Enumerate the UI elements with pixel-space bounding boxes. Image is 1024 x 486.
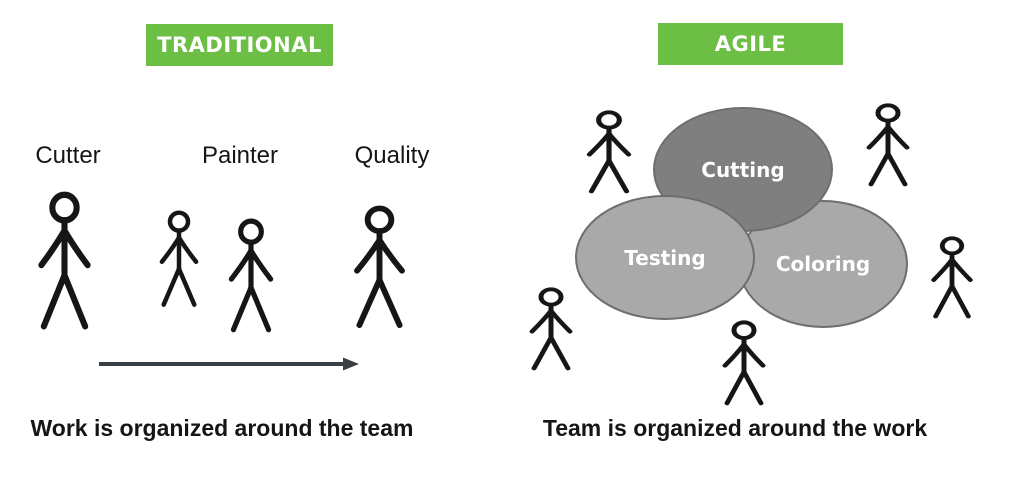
workflow-arrow-icon [99,357,359,371]
testing-ellipse: Testing [575,195,755,320]
traditional-caption: Work is organized around the team [30,415,414,441]
stick-figure-agile-top-right-icon [858,103,918,189]
stick-figure-agile-bottom-center-icon [714,320,774,408]
stick-figure-cutter-icon [28,191,101,334]
coloring-ellipse-label: Coloring [775,252,871,276]
stick-figure-agile-right-icon [923,236,981,321]
agile-header: AGILE [658,23,843,65]
role-label-painter: Painter [201,142,279,169]
testing-ellipse-label: Testing [624,245,706,270]
agile-caption: Team is organized around the work [542,415,928,441]
role-label-cutter: Cutter [35,142,101,169]
role-label-quality: Quality [354,142,430,169]
stick-figure-painter-icon [220,218,282,336]
stick-figure-agile-top-left-icon [578,110,640,196]
stick-figure-painter-small-icon [152,210,206,310]
stick-figure-quality-icon [344,205,415,332]
cutting-ellipse: Cutting [653,107,833,232]
traditional-header: TRADITIONAL [146,24,333,66]
cutting-ellipse-label: Cutting [701,157,785,182]
stick-figure-agile-bottom-left-icon [521,287,581,373]
